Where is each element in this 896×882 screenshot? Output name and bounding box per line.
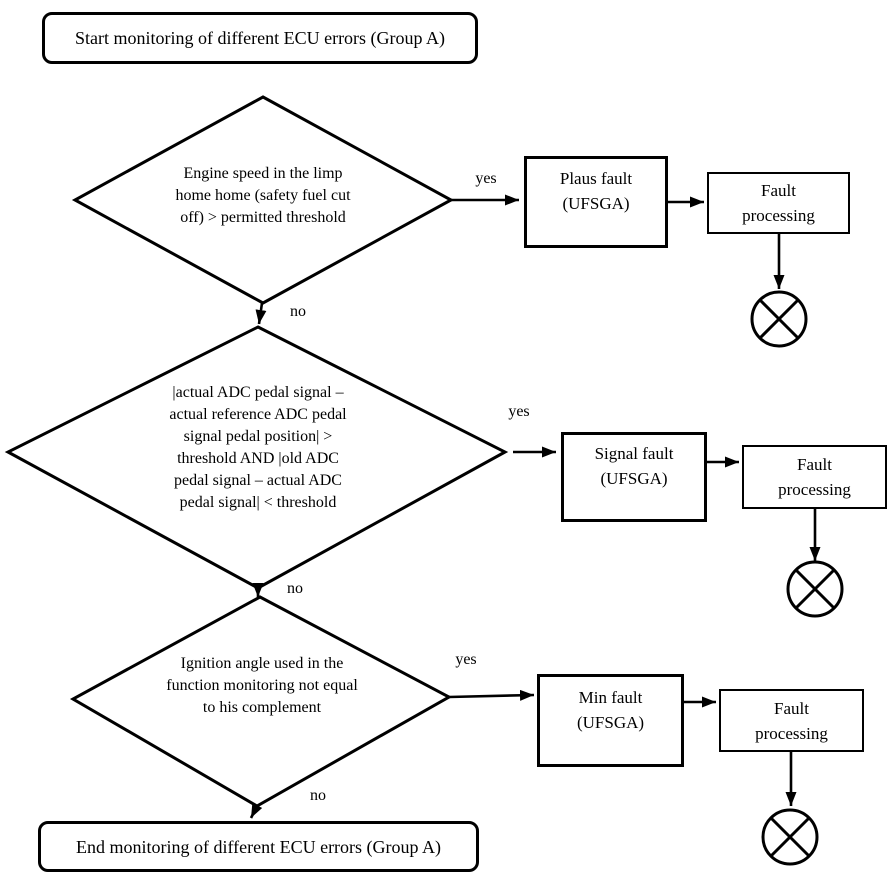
decision-text-line: function monitoring not equal — [166, 677, 358, 694]
end-node: End monitoring of different ECU errors (… — [38, 821, 479, 872]
fault-node-line: Plaus fault — [559, 169, 633, 188]
branch-label-no-1: no — [290, 303, 306, 320]
decision-text-line: pedal signal| < threshold — [179, 494, 337, 511]
fault-node-line: Min fault — [578, 687, 643, 707]
flow-arrow-no-3 — [249, 803, 263, 819]
fault-node-line: (UFSGA) — [600, 469, 668, 488]
flow-arrow-no-1 — [255, 302, 267, 325]
fault-node-line: (UFSGA) — [576, 712, 645, 732]
process-node-line: Fault — [774, 698, 809, 718]
decision-text-line: to his complement — [202, 699, 322, 716]
decision-text-line: pedal signal – actual ADC — [174, 472, 342, 489]
start-node: Start monitoring of different ECU errors… — [42, 12, 478, 64]
branch-label-yes-1: yes — [475, 170, 497, 187]
decision-text-line: |actual ADC pedal signal – — [172, 384, 344, 401]
start-node-label: Start monitoring of different ECU errors… — [74, 28, 446, 48]
decision-text-line: Engine speed in the limp — [183, 165, 343, 182]
process-node-fault-processing-2: Fault processing — [742, 445, 887, 509]
process-node-line: processing — [755, 723, 828, 743]
decision-text-line: signal pedal position| > — [183, 428, 333, 445]
fault-node-line: (UFSGA) — [562, 194, 630, 213]
process-node-fault-processing-1: Fault processing — [707, 172, 850, 234]
branch-label-yes-3: yes — [455, 651, 477, 668]
fault-node-signal: Signal fault (UFSGA) — [561, 432, 707, 522]
error-terminator-icon-3 — [761, 808, 819, 866]
process-node-line: Fault — [761, 181, 796, 200]
process-node-fault-processing-3: Fault processing — [719, 689, 864, 752]
decision-3-text: Ignition angle used in the function moni… — [112, 653, 412, 719]
fault-node-min: Min fault (UFSGA) — [537, 674, 684, 767]
decision-text-line: Ignition angle used in the — [180, 655, 344, 672]
branch-label-no-2: no — [287, 580, 303, 597]
decision-text-line: home home (safety fuel cut — [175, 187, 351, 204]
process-node-line: Fault — [797, 455, 832, 474]
decision-text-line: off) > permitted threshold — [180, 209, 346, 226]
branch-label-no-3: no — [310, 787, 326, 804]
error-terminator-icon-1 — [750, 290, 808, 348]
end-node-label: End monitoring of different ECU errors (… — [75, 836, 442, 857]
branch-label-yes-2: yes — [508, 403, 530, 420]
process-node-line: processing — [778, 480, 851, 499]
decision-diamond-1 — [71, 95, 455, 305]
process-node-line: processing — [742, 206, 815, 225]
decision-text-line: threshold AND |old ADC — [177, 450, 339, 467]
decision-text-line: actual reference ADC pedal — [169, 406, 347, 423]
fault-node-plaus: Plaus fault (UFSGA) — [524, 156, 668, 248]
flow-arrow-yes-3 — [448, 689, 535, 701]
decision-2-text: |actual ADC pedal signal – actual refere… — [118, 382, 398, 514]
fault-node-line: Signal fault — [594, 444, 674, 463]
error-terminator-icon-2 — [786, 560, 844, 618]
decision-1-text: Engine speed in the limp home home (safe… — [113, 163, 413, 229]
